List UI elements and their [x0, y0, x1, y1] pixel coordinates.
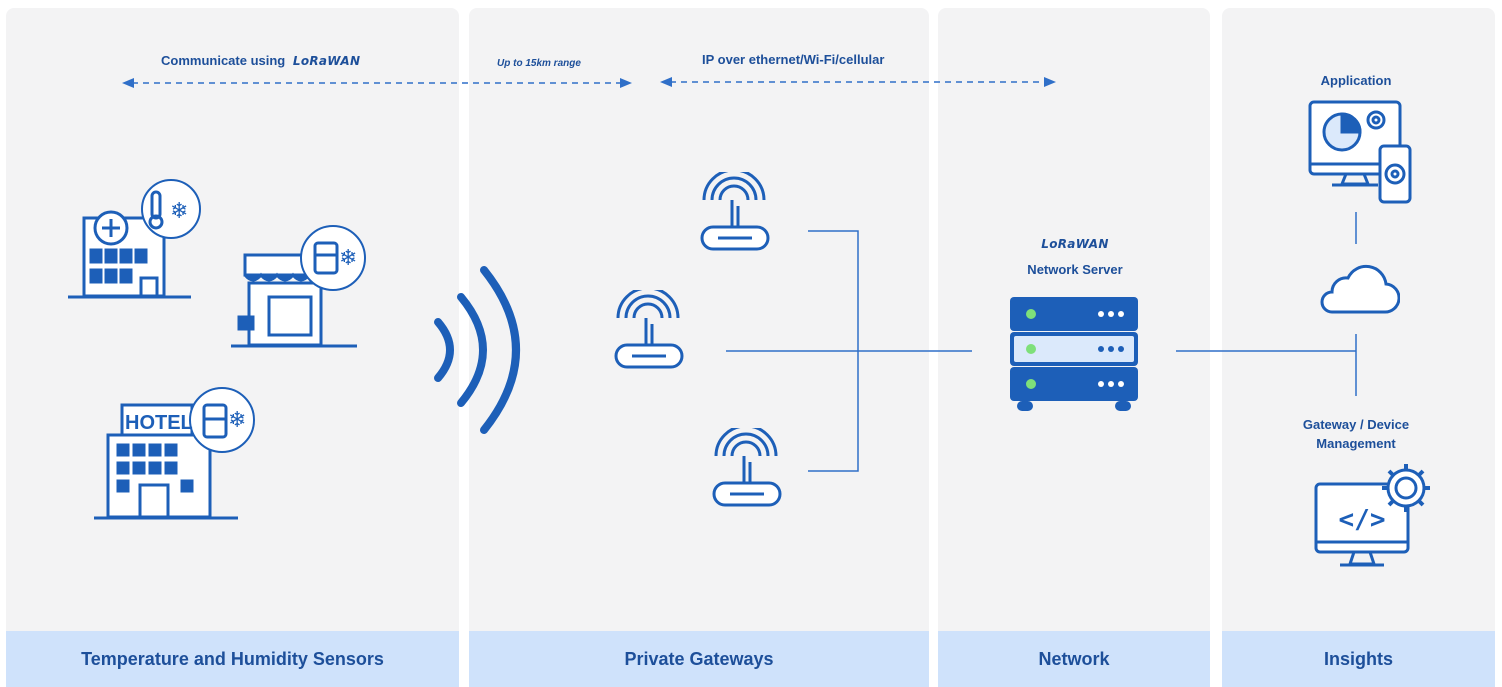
radio-waves-icon	[434, 266, 520, 434]
insights-footer: Insights	[1222, 631, 1495, 687]
gateways-footer: Private Gateways	[469, 631, 929, 687]
gateway-mgmt-label-1: Gateway / Device	[1302, 417, 1410, 432]
hospital-sensor-icon: ❄	[68, 179, 201, 299]
gateway-middle-icon	[614, 290, 684, 369]
network-server-label: Network Server	[1027, 262, 1123, 277]
cloud-icon	[1320, 264, 1400, 314]
device-management-icon: </>	[1314, 464, 1430, 567]
svg-text:❄: ❄	[170, 199, 188, 224]
hotel-sensor-icon: ❄ HOTEL	[94, 387, 255, 520]
gateway-bottom-icon	[712, 428, 782, 507]
svg-text:</>: </>	[1339, 505, 1386, 535]
gateway-top-icon	[700, 172, 770, 251]
communicate-label: Communicate using LoRaWAN	[161, 53, 361, 68]
sensors-footer: Temperature and Humidity Sensors	[6, 631, 459, 687]
ip-arrow-left-head	[660, 77, 672, 87]
hotel-sign: HOTEL	[125, 412, 193, 434]
connection-lines	[726, 212, 1357, 472]
lorawan-logo: LoRaWAN	[292, 54, 361, 68]
svg-text:❄: ❄	[228, 408, 246, 433]
shop-sensor-icon: ❄	[231, 225, 366, 348]
network-server-icon	[1010, 297, 1138, 411]
gateways-panel: Private Gateways	[469, 8, 929, 687]
application-label: Application	[1320, 73, 1392, 88]
svg-text:❄: ❄	[339, 246, 357, 271]
arrow-right-head	[620, 78, 632, 88]
ip-arrow-right-head	[1044, 77, 1056, 87]
gateway-mgmt-label-2: Management	[1316, 436, 1396, 451]
arrow-left-head	[122, 78, 134, 88]
lorawan-logo-network: LoRaWAN	[1041, 237, 1109, 251]
range-label: Up to 15km range	[497, 58, 581, 69]
application-icon	[1308, 100, 1412, 204]
ip-label: IP over ethernet/Wi-Fi/cellular	[702, 52, 885, 67]
sensors-panel: Temperature and Humidity Sensors	[6, 8, 459, 687]
network-footer: Network	[938, 631, 1210, 687]
